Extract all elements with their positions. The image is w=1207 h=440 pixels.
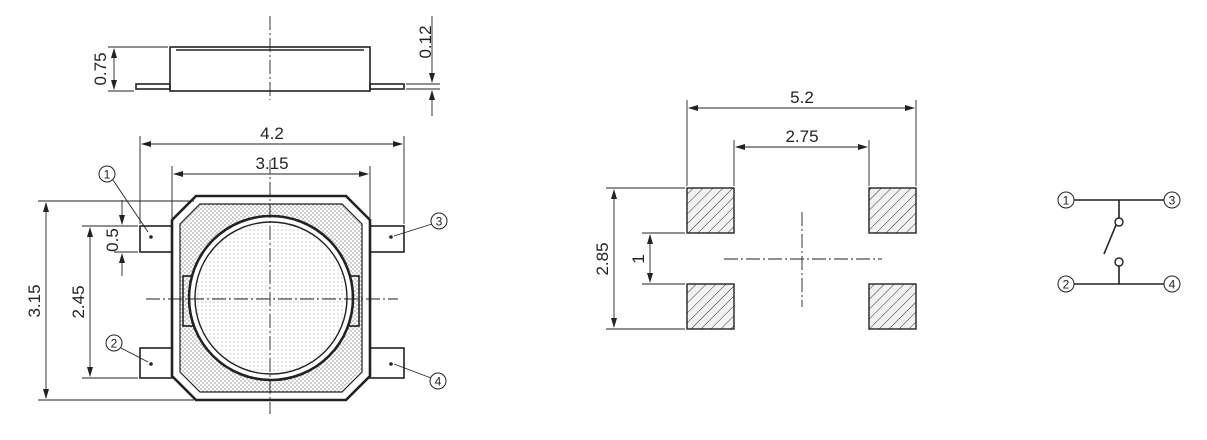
pin-number-circle [1163,191,1181,209]
side-view: 0.75 0.12 [91,16,440,116]
pin-number-circle [1057,191,1075,209]
pin-number-circle [430,212,448,230]
dim-thickness: 0.75 [91,52,110,85]
pin-number-circle [105,334,123,352]
terminal-3 [369,225,405,253]
dim-pad-span: 5.2 [790,88,814,107]
land-pattern: 5.2 2.75 2.85 1 [593,88,917,330]
dim-actuator-width: 3.15 [255,154,288,173]
pad-4 [868,283,917,330]
dim-pad-height-span: 2.85 [593,242,612,275]
pad-2 [686,283,735,330]
terminal-2 [139,347,173,379]
pin-number-circle [1163,275,1181,293]
schematic: 1 3 2 4 [1057,191,1181,293]
pin-label-2: 2 [111,337,118,351]
dim-pin-pitch: 2.45 [69,285,88,318]
dim-pad-gap: 1 [629,254,648,263]
switch-body [170,194,372,402]
dim-terminal-thickness: 0.12 [416,25,435,58]
dim-height: 3.15 [25,284,44,317]
actuator-button [194,221,348,375]
pin-number-circle [1057,275,1075,293]
terminal-1 [139,225,173,253]
schematic-pin-2: 2 [1063,278,1070,292]
switch-contact-icon [1103,217,1124,267]
terminal-4 [369,347,405,379]
pad-3 [868,187,917,234]
dim-terminal-width: 0.5 [103,228,122,252]
pin-label-1: 1 [104,168,111,182]
schematic-pin-4: 4 [1169,278,1176,292]
pin-number-circle [98,165,116,183]
schematic-pin-3: 3 [1169,194,1176,208]
dim-pad-inner-span: 2.75 [785,127,818,146]
top-view: 4.2 3.15 3.15 2.45 0.5 1 2 3 4 [25,124,448,414]
pin-number-circle [429,372,447,390]
pad-1 [686,187,735,234]
pin-label-4: 4 [435,375,442,389]
schematic-pin-1: 1 [1063,194,1070,208]
pin-label-3: 3 [436,215,443,229]
dim-body-width: 4.2 [260,124,284,143]
